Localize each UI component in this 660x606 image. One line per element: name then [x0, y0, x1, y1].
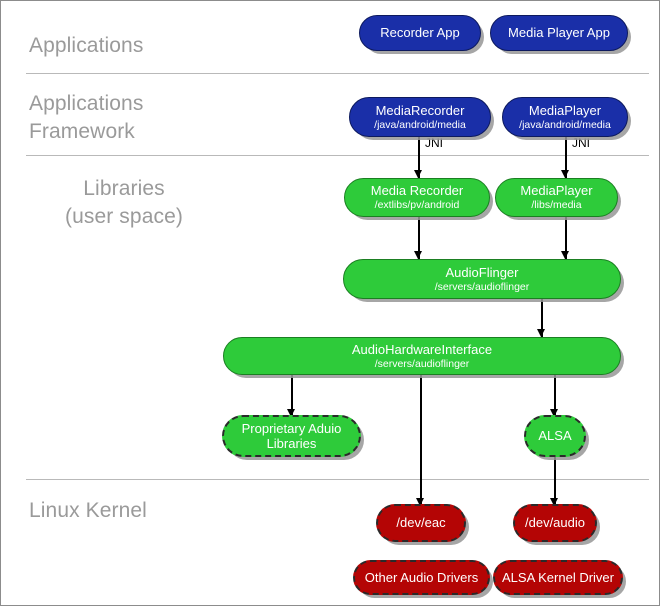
divider-applications [26, 73, 649, 74]
node-dev-eac-title: /dev/eac [396, 515, 446, 531]
edge-label-jni-right: JNI [572, 136, 590, 150]
node-alsa-title: ALSA [538, 428, 572, 444]
node-audioflinger[interactable]: AudioFlinger /servers/audioflinger [343, 259, 621, 299]
node-media-player-app-title: Media Player App [508, 25, 610, 41]
connector-ahi-to-alsa [554, 375, 556, 415]
edge-label-jni-left: JNI [425, 136, 443, 150]
node-audiohardwareinterface-title: AudioHardwareInterface [351, 341, 493, 357]
node-audioflinger-subtitle: /servers/audioflinger [434, 280, 530, 293]
connector-mediarecorderlib-to-audioflinger [418, 217, 420, 259]
node-audiohardwareinterface-subtitle: /servers/audioflinger [374, 357, 470, 370]
node-mediaplayer-lib[interactable]: MediaPlayer /libs/media [495, 178, 618, 217]
node-mediarecorder-framework[interactable]: MediaRecorder /java/android/media [349, 97, 491, 137]
arrowhead-mediarecorderlib-to-audioflinger [414, 251, 423, 259]
node-dev-audio-title: /dev/audio [525, 515, 585, 531]
node-alsa-kernel-driver-title: ALSA Kernel Driver [502, 569, 614, 585]
arrowhead-alsa-to-dev-audio [550, 498, 559, 506]
node-mediaplayer-lib-subtitle: /libs/media [531, 199, 582, 212]
node-dev-audio[interactable]: /dev/audio [513, 504, 597, 542]
node-media-recorder-lib[interactable]: Media Recorder /extlibs/pv/android [344, 178, 490, 217]
connector-alsa-to-dev-audio [554, 457, 556, 504]
section-label-linux-kernel: Linux Kernel [29, 499, 147, 522]
node-mediarecorder-framework-subtitle: /java/android/media [374, 118, 466, 131]
node-mediaplayer-lib-title: MediaPlayer [520, 183, 593, 199]
node-media-recorder-lib-subtitle: /extlibs/pv/android [374, 199, 460, 212]
arrowhead-ahi-to-alsa [550, 409, 559, 417]
arrowhead-mediarecorder-to-lib [414, 170, 423, 178]
node-mediaplayer-framework-subtitle: /java/android/media [519, 118, 611, 131]
node-audiohardwareinterface[interactable]: AudioHardwareInterface /servers/audiofli… [223, 337, 621, 375]
node-audioflinger-title: AudioFlinger [445, 264, 519, 280]
node-mediaplayer-framework[interactable]: MediaPlayer /java/android/media [502, 97, 628, 137]
node-media-player-app[interactable]: Media Player App [490, 15, 628, 51]
connector-audioflinger-to-audiohardwareinterface [541, 299, 543, 337]
node-dev-eac[interactable]: /dev/eac [376, 504, 466, 542]
node-other-audio-drivers[interactable]: Other Audio Drivers [353, 560, 490, 595]
node-alsa-kernel-driver[interactable]: ALSA Kernel Driver [493, 560, 623, 595]
node-proprietary-audio-libraries-title: Proprietary Aduio Libraries [241, 420, 342, 451]
connector-ahi-to-dev-eac [420, 375, 422, 504]
connector-mediaplayerlib-to-audioflinger [565, 217, 567, 259]
connector-ahi-to-proprietary-libs [291, 375, 293, 415]
arrowhead-audioflinger-to-audiohardwareinterface [537, 329, 546, 337]
connector-mediarecorder-to-lib [418, 137, 420, 178]
node-other-audio-drivers-title: Other Audio Drivers [364, 569, 479, 585]
arrowhead-mediaplayerlib-to-audioflinger [561, 251, 570, 259]
divider-applications-framework [26, 155, 649, 156]
node-recorder-app[interactable]: Recorder App [359, 15, 481, 51]
node-recorder-app-title: Recorder App [380, 25, 460, 41]
divider-linux-kernel [26, 479, 649, 480]
node-alsa[interactable]: ALSA [524, 415, 586, 457]
node-mediarecorder-framework-title: MediaRecorder [375, 102, 465, 118]
arrowhead-mediaplayer-to-lib [561, 170, 570, 178]
section-label-libraries: Libraries (user space) [65, 177, 183, 228]
arrowhead-ahi-to-proprietary-libs [287, 409, 296, 417]
node-proprietary-audio-libraries[interactable]: Proprietary Aduio Libraries [222, 415, 361, 457]
section-label-applications: Applications [29, 34, 144, 57]
node-media-recorder-lib-title: Media Recorder [370, 183, 464, 199]
connector-mediaplayer-to-lib [565, 137, 567, 178]
arrowhead-ahi-to-dev-eac [416, 498, 425, 506]
section-label-applications-framework: Applications Framework [29, 92, 144, 143]
node-mediaplayer-framework-title: MediaPlayer [528, 102, 602, 118]
